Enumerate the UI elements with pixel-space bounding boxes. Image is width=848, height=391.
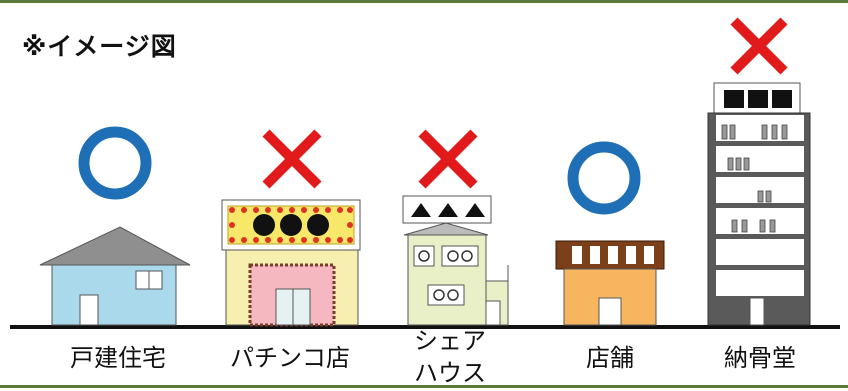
label-store: 店舗 — [586, 344, 634, 372]
columbarium-illustration — [707, 82, 811, 326]
sharehouse-illustration — [402, 195, 509, 326]
house-illustration — [39, 226, 191, 326]
image-note: ※イメージ図 — [22, 32, 177, 61]
label-sharehouse-line2: ハウス — [414, 359, 486, 387]
label-sharehouse-line1: シェア — [414, 327, 486, 355]
store-ok-icon — [567, 141, 641, 215]
house-ok-icon — [78, 126, 152, 200]
store-illustration — [555, 240, 665, 326]
buildings-scene — [10, 17, 840, 329]
label-detached-house: 戸建住宅 — [70, 344, 166, 372]
columbarium-ng-icon — [730, 17, 788, 75]
label-pachinko: パチンコ店 — [230, 344, 350, 372]
label-columbarium: 納骨堂 — [724, 344, 796, 372]
label-sharehouse: シェア ハウス — [405, 325, 495, 389]
sharehouse-ng-icon — [418, 129, 478, 189]
ground-line — [10, 325, 840, 329]
pachinko-ng-icon — [262, 129, 322, 189]
pachinko-illustration — [221, 199, 361, 327]
